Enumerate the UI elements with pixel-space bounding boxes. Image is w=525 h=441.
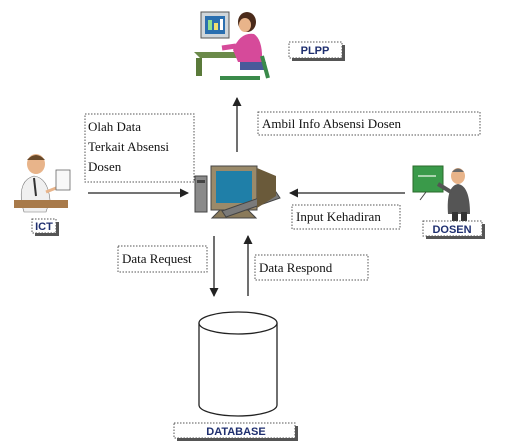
database-label: DATABASE [206, 426, 265, 438]
input-kehadiran-box [291, 204, 401, 230]
man-at-desk-icon [14, 154, 71, 213]
database-cylinder-icon [198, 311, 278, 417]
computer-icon [194, 165, 281, 219]
olah-data-box [84, 113, 195, 183]
presenter-icon [412, 165, 470, 222]
data-respond-label: Data Respond [259, 260, 333, 275]
plpp-label-box [288, 41, 343, 59]
data-request-label: Data Request [122, 251, 192, 266]
dosen-label: DOSEN [432, 224, 471, 236]
input-kehadiran-label: Input Kehadiran [296, 209, 381, 224]
ict-label: ICT [35, 221, 53, 233]
woman-at-computer-icon [194, 11, 270, 80]
olah-data-line-2: Terkait Absensi [88, 139, 169, 154]
dosen-label-box [422, 220, 483, 237]
ambil-info-box [257, 111, 481, 136]
olah-data-line-1: Olah Data [88, 119, 141, 134]
data-request-box [117, 245, 208, 273]
olah-data-line-3: Dosen [88, 159, 122, 174]
ambil-info-label: Ambil Info Absensi Dosen [262, 116, 402, 131]
plpp-label: PLPP [301, 45, 330, 57]
ict-label-box [31, 218, 57, 234]
database-label-box [173, 422, 296, 439]
data-respond-box [254, 254, 369, 281]
